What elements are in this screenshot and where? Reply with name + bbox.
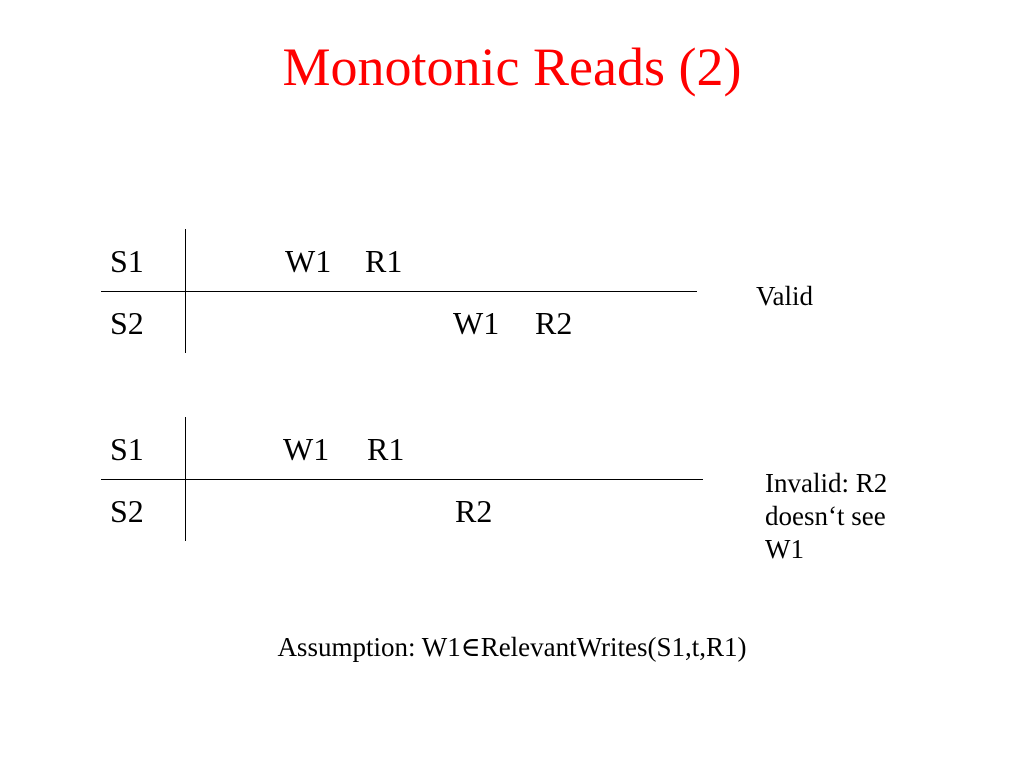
diagram2-row1-label: S1	[110, 431, 144, 467]
diagram1-horizontal-separator	[101, 291, 697, 292]
diagram2-note-line3: W1	[765, 534, 804, 564]
diagram1-row2-write: W1	[453, 305, 500, 341]
diagram2-horizontal-separator	[101, 479, 703, 480]
diagram1-row2-label: S2	[110, 305, 144, 341]
diagram1-row1-read: R1	[365, 243, 403, 279]
diagram2-note: Invalid: R2 doesn‘t see W1	[765, 467, 887, 566]
diagram1-row2-read: R2	[535, 305, 573, 341]
diagram2-row2-read: R2	[455, 493, 493, 529]
diagram2-row2-label: S2	[110, 493, 144, 529]
diagram1-row1-label: S1	[110, 243, 144, 279]
diagram2-note-line1: Invalid: R2	[765, 468, 888, 498]
assumption-text: Assumption: W1∈RelevantWrites(S1,t,R1)	[277, 632, 747, 662]
diagram2-row1-read: R1	[367, 431, 405, 467]
diagram1-row1-write: W1	[285, 243, 332, 279]
slide-title: Monotonic Reads (2)	[282, 37, 742, 97]
diagram1-note: Valid	[756, 281, 813, 311]
diagram2-note-line2: doesn‘t see	[765, 501, 886, 531]
diagram2-row1-write: W1	[283, 431, 330, 467]
